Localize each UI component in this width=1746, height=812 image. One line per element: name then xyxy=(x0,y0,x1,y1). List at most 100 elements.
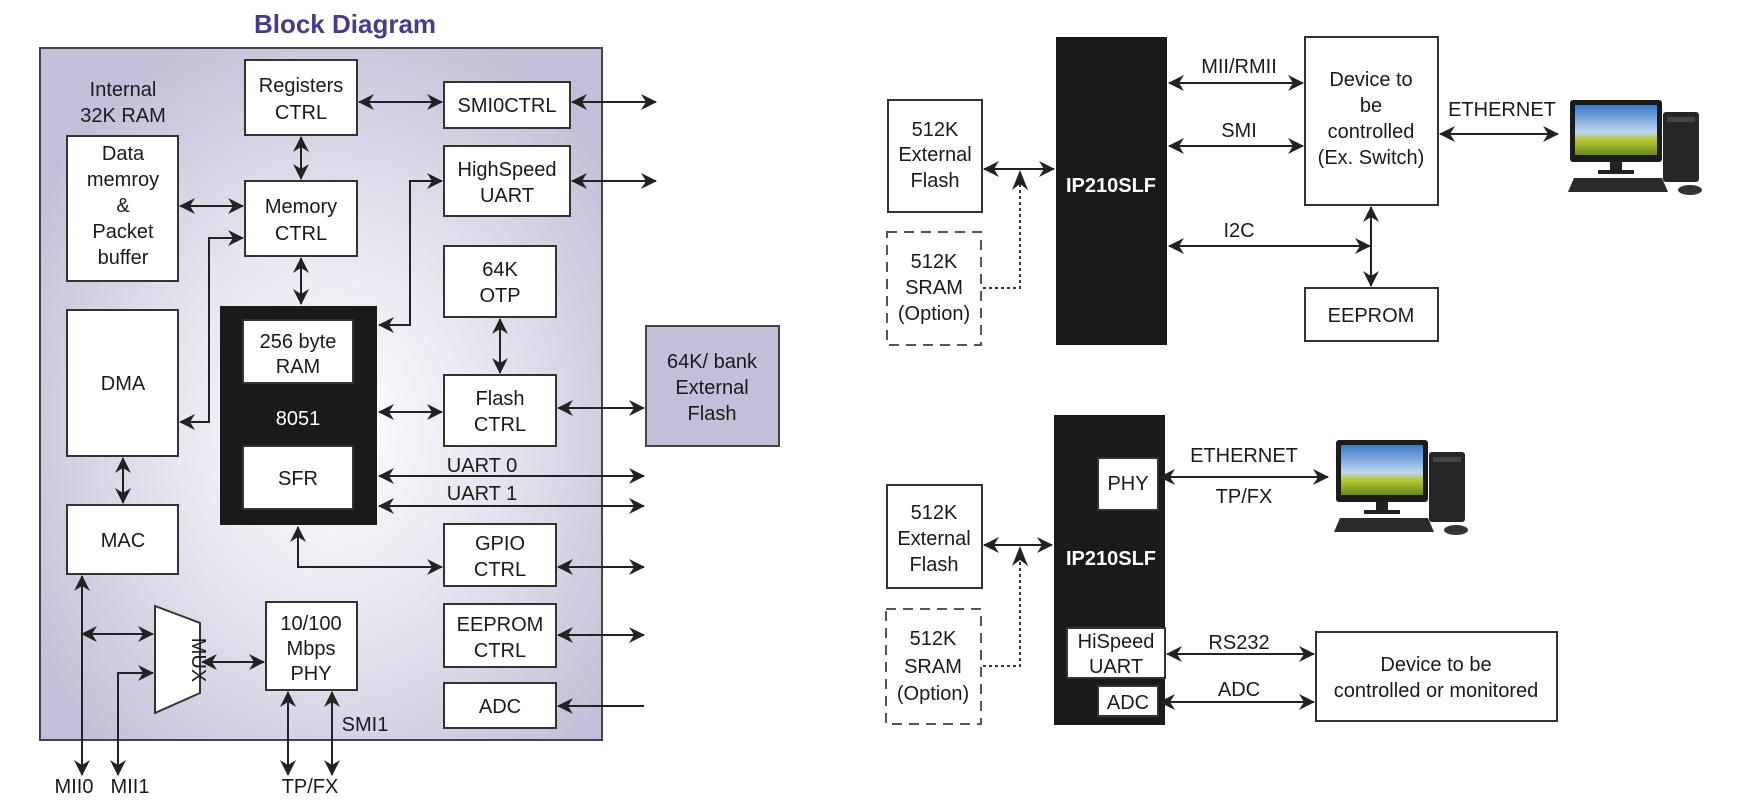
svg-text:controlled: controlled xyxy=(1328,121,1415,143)
mii1-label: MII1 xyxy=(111,776,150,798)
bottom-device-block[interactable]: Device to be controlled or monitored xyxy=(1315,631,1558,722)
svg-text:External: External xyxy=(675,377,748,399)
dma-memctrl-arrow xyxy=(179,230,244,430)
svg-text:controlled or monitored: controlled or monitored xyxy=(1334,680,1539,702)
mii1-arrow xyxy=(110,665,154,776)
eeprom-ctrl-block[interactable]: EEPROM CTRL xyxy=(443,603,557,668)
svg-text:MAC: MAC xyxy=(101,530,145,552)
gpio-ctrl-block[interactable]: GPIO CTRL xyxy=(443,523,557,587)
svg-text:(Option): (Option) xyxy=(897,683,969,705)
svg-text:OTP: OTP xyxy=(479,285,520,307)
otp-block[interactable]: 64K OTP xyxy=(443,245,557,318)
phy-block[interactable]: 10/100 Mbps PHY xyxy=(265,601,358,691)
svg-text:CTRL: CTRL xyxy=(275,223,327,245)
uart1-label: UART 1 xyxy=(447,483,517,505)
svg-text:External: External xyxy=(897,528,970,550)
data-memory-block[interactable]: Data memroy & Packet buffer xyxy=(66,135,179,282)
mux-block[interactable]: MUX xyxy=(154,604,209,715)
phy-block xyxy=(1097,457,1159,511)
i2c-label: I2C xyxy=(1223,220,1254,242)
svg-text:MUX: MUX xyxy=(187,638,209,682)
external-flash-block[interactable]: 64K/ bank External Flash xyxy=(645,325,780,447)
flash-ctrl-block[interactable]: Flash CTRL xyxy=(443,374,557,447)
cpu-8051-block[interactable]: 256 byte RAM 8051 SFR xyxy=(220,306,377,525)
svg-text:32K RAM: 32K RAM xyxy=(80,105,166,127)
registers-ctrl-block[interactable]: Registers CTRL xyxy=(244,59,358,136)
svg-text:Data: Data xyxy=(102,143,145,165)
adc-label: ADC xyxy=(1218,679,1260,701)
svg-text:SFR: SFR xyxy=(278,468,318,490)
internal-ram-label: Internal 32K RAM xyxy=(80,79,166,127)
bottom-sram-block[interactable]: 512K SRAM (Option) xyxy=(885,608,982,725)
top-eeprom-block[interactable]: EEPROM xyxy=(1304,287,1439,342)
svg-text:buffer: buffer xyxy=(98,247,149,269)
svg-text:HiSpeed: HiSpeed xyxy=(1078,631,1155,653)
svg-text:Flash: Flash xyxy=(910,554,959,576)
ethernet-label: ETHERNET xyxy=(1448,99,1556,121)
svg-text:64K/ bank: 64K/ bank xyxy=(667,351,758,373)
svg-text:&: & xyxy=(116,195,130,217)
svg-text:Memory: Memory xyxy=(265,196,337,218)
svg-text:(Ex. Switch): (Ex. Switch) xyxy=(1318,147,1425,169)
adc-block[interactable]: ADC xyxy=(443,682,557,729)
mac-block[interactable]: MAC xyxy=(66,504,179,575)
svg-text:512K: 512K xyxy=(911,251,958,273)
desktop-computer-icon xyxy=(1568,100,1702,195)
hispeed-uart-block xyxy=(1066,627,1166,679)
svg-text:Device to be: Device to be xyxy=(1380,654,1491,676)
svg-text:SRAM: SRAM xyxy=(904,656,962,678)
svg-text:IP210SLF: IP210SLF xyxy=(1066,175,1156,197)
block-diagram-title: Block Diagram xyxy=(254,9,436,39)
svg-text:ADC: ADC xyxy=(1107,692,1149,714)
svg-text:GPIO: GPIO xyxy=(475,533,525,555)
ethernet-label: ETHERNET xyxy=(1190,445,1298,467)
bottom-ip210slf-chip[interactable]: IP210SLF PHY HiSpeed UART ADC xyxy=(1054,415,1166,725)
smi0ctrl-block[interactable]: SMI0CTRL xyxy=(443,81,571,129)
desktop-computer-icon xyxy=(1334,440,1468,535)
mii-rmii-label: MII/RMII xyxy=(1201,56,1277,78)
svg-text:256 byte: 256 byte xyxy=(260,331,337,353)
uart0-label: UART 0 xyxy=(447,455,517,477)
svg-text:SMI0CTRL: SMI0CTRL xyxy=(458,95,557,117)
svg-text:CTRL: CTRL xyxy=(474,559,526,581)
svg-text:UART: UART xyxy=(480,185,534,207)
dma-block[interactable]: DMA xyxy=(66,309,179,457)
ram256-block xyxy=(242,319,354,384)
svg-text:UART: UART xyxy=(1089,656,1143,678)
top-ip210slf-chip[interactable]: IP210SLF xyxy=(1056,37,1167,345)
svg-text:RAM: RAM xyxy=(276,356,320,378)
cpu-gpio-arrow xyxy=(290,526,443,575)
svg-text:Registers: Registers xyxy=(259,75,343,97)
tpfx-label: TP/FX xyxy=(282,776,339,798)
smi1-label: SMI1 xyxy=(342,714,389,736)
svg-text:Packet: Packet xyxy=(92,221,154,243)
svg-text:Internal: Internal xyxy=(90,79,157,101)
cpu-label: 8051 xyxy=(276,408,321,430)
top-sram-block[interactable]: 512K SRAM (Option) xyxy=(886,231,982,346)
svg-text:10/100: 10/100 xyxy=(280,613,341,635)
bottom-ext-flash-block[interactable]: 512K External Flash xyxy=(886,484,983,589)
sfr-block xyxy=(242,445,354,510)
svg-text:PHY: PHY xyxy=(1107,473,1148,495)
svg-text:Flash: Flash xyxy=(476,388,525,410)
svg-text:Flash: Flash xyxy=(688,403,737,425)
svg-text:512K: 512K xyxy=(910,628,957,650)
top-device-block[interactable]: Device to be controlled (Ex. Switch) xyxy=(1304,36,1439,206)
rs232-label: RS232 xyxy=(1208,632,1269,654)
svg-text:ADC: ADC xyxy=(479,696,521,718)
svg-text:CTRL: CTRL xyxy=(474,640,526,662)
tpfx-label: TP/FX xyxy=(1216,486,1273,508)
svg-text:Mbps: Mbps xyxy=(287,638,336,660)
svg-text:512K: 512K xyxy=(911,502,958,524)
svg-text:EEPROM: EEPROM xyxy=(457,614,544,636)
svg-text:(Option): (Option) xyxy=(898,303,970,325)
top-ext-flash-block[interactable]: 512K External Flash xyxy=(887,99,983,213)
memory-ctrl-block[interactable]: Memory CTRL xyxy=(244,180,358,257)
highspeed-uart-block[interactable]: HighSpeed UART xyxy=(443,145,571,217)
svg-text:be: be xyxy=(1360,95,1382,117)
svg-text:CTRL: CTRL xyxy=(275,102,327,124)
top-right-connectors xyxy=(983,75,1559,289)
adc-block xyxy=(1097,685,1159,717)
bottom-right-connectors xyxy=(983,469,1329,710)
